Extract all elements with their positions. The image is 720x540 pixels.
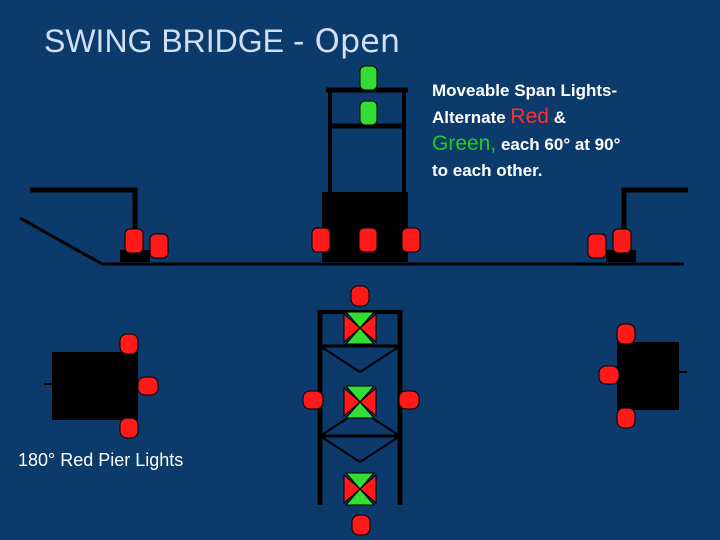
- page-title: SWING BRIDGE - Open: [44, 22, 400, 60]
- note-amp: &: [553, 108, 566, 127]
- left-bank-line: [19, 216, 103, 266]
- note-line1: Moveable Span Lights-: [432, 81, 618, 100]
- note-red-word: Red: [510, 105, 549, 128]
- alternating-light-3: [343, 472, 377, 506]
- alternating-light-1: [343, 311, 377, 345]
- title-state: - Open: [292, 22, 401, 60]
- alternating-light-2: [343, 385, 377, 419]
- left-pier: [52, 352, 138, 420]
- note-alternate: Alternate: [432, 108, 506, 127]
- green-light-top-2: [359, 100, 378, 126]
- span-end-light-top: [350, 285, 370, 307]
- span-side-light-left: [302, 390, 324, 410]
- note-line4: to each other.: [432, 161, 543, 180]
- green-light-top-1: [359, 65, 378, 91]
- left-light-post: [30, 187, 138, 252]
- right-post-base: [606, 250, 636, 262]
- red-light-right-1: [587, 233, 607, 259]
- pier-light-left-top: [119, 333, 139, 355]
- red-light-span-left: [311, 227, 331, 253]
- pier-light-right-bottom: [616, 407, 636, 429]
- moveable-span-note: Moveable Span Lights- Alternate Red & Gr…: [432, 78, 702, 184]
- red-light-left-1: [124, 228, 144, 254]
- pier-light-left-side: [137, 376, 159, 396]
- span-side-light-right: [398, 390, 420, 410]
- note-rest: each 60° at 90°: [500, 135, 621, 154]
- red-light-left-2: [149, 233, 169, 259]
- pier-light-left-bottom: [119, 417, 139, 439]
- pier-light-right-side: [598, 365, 620, 385]
- pier-light-right-top: [616, 323, 636, 345]
- left-post-base: [120, 250, 150, 262]
- right-light-post: [621, 187, 688, 252]
- title-main: SWING BRIDGE: [44, 23, 285, 59]
- span-end-light-bottom: [351, 514, 371, 536]
- note-green-word: Green,: [432, 132, 497, 155]
- right-pier: [617, 342, 679, 410]
- red-light-right-2: [612, 228, 632, 254]
- red-light-span-center: [358, 227, 378, 253]
- pier-lights-caption: 180° Red Pier Lights: [18, 450, 184, 470]
- red-light-span-right: [401, 227, 421, 253]
